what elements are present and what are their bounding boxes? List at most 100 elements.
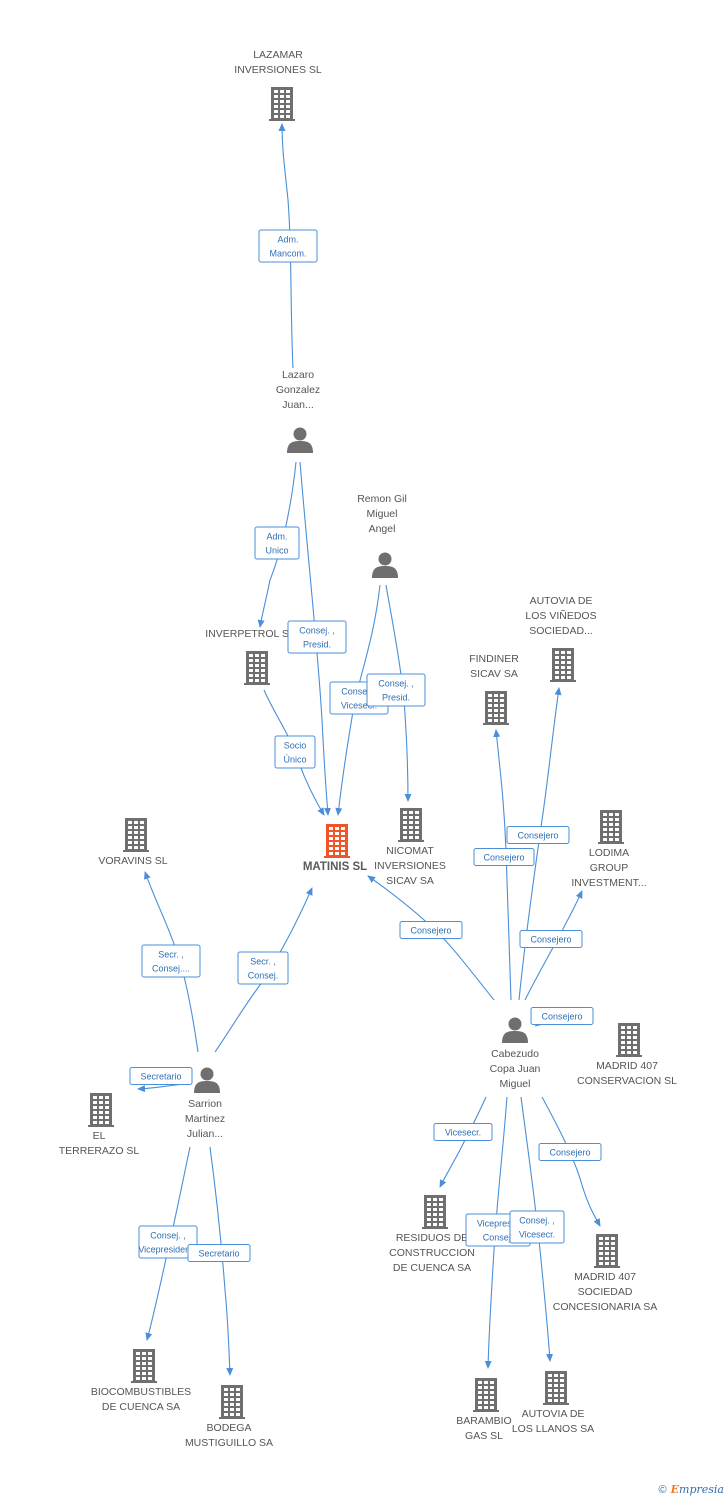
- edge-label-box: [538, 1143, 602, 1161]
- node-label: MATINIS SL: [303, 861, 367, 873]
- copyright-icon: ©: [658, 1484, 667, 1496]
- building-icon: [550, 648, 576, 682]
- brand-footer: ©Empresia: [659, 1483, 724, 1496]
- edge-label-box: [433, 1123, 493, 1141]
- edge-label-text: Secr. ,: [158, 950, 184, 960]
- edge-label-sarrion-to-voravins[interactable]: Secr. ,Consej....: [141, 944, 201, 978]
- node-lodima[interactable]: LODIMA GROUP INVESTMENT...: [571, 810, 647, 889]
- edge-label-sarrion-to-bodega[interactable]: Secretario: [187, 1244, 251, 1262]
- edge-label-text: Consejero: [517, 831, 558, 841]
- node-label: CONSERVACION SL: [577, 1075, 677, 1087]
- node-label: Sarrion: [188, 1098, 222, 1110]
- edge-label-text: Adm.: [277, 235, 298, 245]
- node-label: SICAV SA: [386, 875, 434, 887]
- edge-label-sarrion-to-matinis[interactable]: Secr. , Consej.: [237, 951, 289, 985]
- edge-label-cabezudo-to-matinis[interactable]: Consejero: [399, 921, 463, 939]
- node-sarrion[interactable]: SarrionMartinezJulian...: [185, 1067, 225, 1141]
- edge-label-box: [129, 1067, 193, 1085]
- edge-label-text: Adm.: [266, 532, 287, 542]
- building-icon: [123, 818, 149, 852]
- node-findiner[interactable]: FINDINER SICAV SA: [469, 653, 519, 725]
- edge-label-text: Secr. ,: [250, 957, 276, 967]
- edge-lazaro-to-matinis: [299, 461, 331, 816]
- edge-label-remon-to-nicomat[interactable]: Consej. ,Presid.: [366, 673, 426, 707]
- edge-cabezudo-to-madrid407_soc: [541, 1096, 601, 1227]
- edge-lazaro-to-inverpetrol: [257, 461, 297, 628]
- node-label: DE CUENCA SA: [102, 1401, 180, 1413]
- edge-cabezudo-to-autovia_llanos: [520, 1096, 554, 1362]
- node-label: SICAV SA: [470, 668, 518, 680]
- node-label: GROUP: [590, 862, 629, 874]
- node-label: Cabezudo: [491, 1048, 539, 1060]
- node-label: LODIMA: [589, 847, 629, 859]
- node-voravins[interactable]: VORAVINS SL: [98, 818, 168, 867]
- edge-label-text: Vicepres. ,: [477, 1219, 519, 1229]
- edge-cabezudo-to-lodima: [524, 890, 583, 1001]
- node-label: INVERSIONES: [374, 860, 446, 872]
- node-label: FINDINER: [469, 653, 519, 665]
- brand-logo-initial: E: [670, 1483, 680, 1496]
- edge-label-text: Consej.: [248, 971, 279, 981]
- node-label: Miguel: [367, 508, 398, 520]
- edge-label-cabezudo-to-madrid407_cons[interactable]: Consejero: [530, 1007, 594, 1025]
- edge-label-cabezudo-to-autovia_llanos[interactable]: Consej. ,Vicesecr.: [509, 1210, 565, 1244]
- node-label: GAS SL: [465, 1430, 503, 1442]
- node-label: BIOCOMBUSTIBLES: [91, 1386, 191, 1398]
- edge-label-sarrion-to-terrerazo[interactable]: Secretario: [129, 1067, 193, 1085]
- edge-label-cabezudo-to-lodima[interactable]: Consejero: [519, 930, 583, 948]
- edge-cabezudo-to-residuos: [439, 1096, 487, 1188]
- edge-label-text: Presid.: [303, 640, 331, 650]
- edge-label-sarrion-to-biocombustibles[interactable]: Consej. ,Vicepresidente: [138, 1225, 198, 1259]
- node-biocombustibles[interactable]: BIOCOMBUSTIBLES DE CUENCA SA: [91, 1349, 191, 1413]
- edge-label-cabezudo-to-autovia_vinedos[interactable]: Consejero: [506, 826, 570, 844]
- building-icon: [422, 1195, 448, 1229]
- node-lazaro[interactable]: LazaroGonzalezJuan...: [276, 369, 320, 453]
- edge-sarrion-to-bodega: [209, 1146, 234, 1376]
- edge-label-lazaro-to-lazamar[interactable]: Adm.Mancom.: [258, 229, 318, 263]
- node-label: Martinez: [185, 1113, 225, 1125]
- building-icon: [219, 1385, 245, 1419]
- edge-label-text: Consej.: [483, 1233, 514, 1243]
- building-icon: [616, 1023, 642, 1057]
- node-inverpetrol[interactable]: INVERPETROL SL: [205, 628, 295, 685]
- edge-label-text: Secretario: [198, 1249, 239, 1259]
- edge-label-cabezudo-to-residuos[interactable]: Vicesecr.: [433, 1123, 493, 1141]
- edge-label-text: Vicepresidente: [138, 1245, 197, 1255]
- edge-label-cabezudo-to-findiner[interactable]: Consejero: [473, 848, 535, 866]
- edge-label-text: Consejero: [530, 935, 571, 945]
- edge-label-lazaro-to-matinis[interactable]: Consej. ,Presid.: [287, 620, 347, 654]
- edge-label-cabezudo-to-madrid407_soc[interactable]: Consejero: [538, 1143, 602, 1161]
- brand-logo-text: mpresia: [679, 1483, 724, 1496]
- edge-label-text: Consej. ,: [341, 687, 377, 697]
- person-icon: [287, 427, 313, 453]
- edge-lazaro-to-lazamar: [278, 123, 294, 369]
- edge-label-box: [254, 526, 300, 560]
- edge-label-lazaro-to-inverpetrol[interactable]: Adm.Unico: [254, 526, 300, 560]
- building-icon: [594, 1234, 620, 1268]
- building-icon: [269, 87, 295, 121]
- building-icon: [473, 1378, 499, 1412]
- edge-label-text: Consejero: [483, 853, 524, 863]
- edge-label-box: [141, 944, 201, 978]
- building-icon: [598, 810, 624, 844]
- node-matinis[interactable]: MATINIS SL: [303, 824, 367, 873]
- node-label: INVESTMENT...: [571, 877, 646, 889]
- edge-label-box: [274, 735, 316, 769]
- node-label: VORAVINS SL: [98, 855, 167, 867]
- node-label: RESIDUOS DE: [396, 1232, 468, 1244]
- edge-label-box: [530, 1007, 594, 1025]
- node-label: Gonzalez: [276, 384, 320, 396]
